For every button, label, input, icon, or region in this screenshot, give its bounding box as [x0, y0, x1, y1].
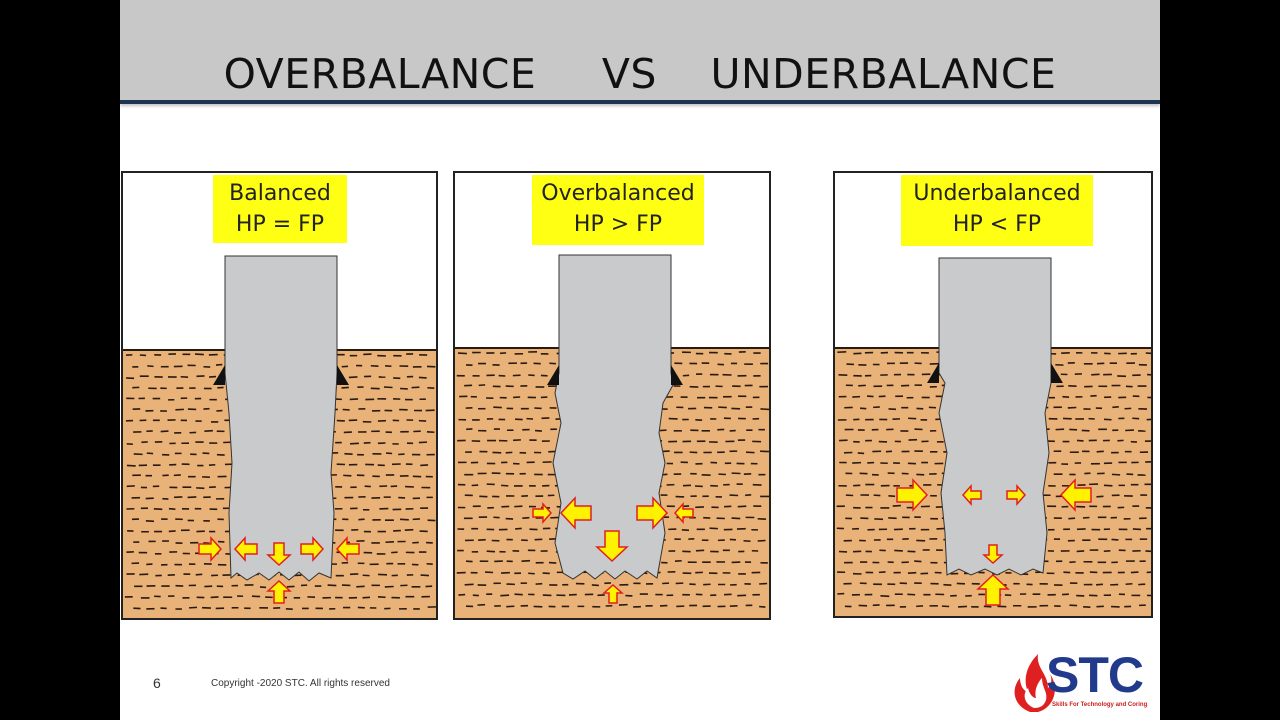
- panel-name: Underbalanced: [913, 181, 1081, 206]
- arrow-down: [595, 530, 629, 563]
- borehole: [938, 257, 1052, 576]
- panel-underbalanced: Underbalanced HP < FP: [833, 171, 1153, 618]
- arrow-right: [896, 478, 929, 512]
- arrow-up: [976, 573, 1010, 606]
- arrow-right: [198, 536, 223, 562]
- page-number: 6: [153, 675, 161, 691]
- panel-balanced: Balanced HP = FP: [121, 171, 438, 620]
- casing-shoe-left: [547, 365, 559, 385]
- arrow-right: [1006, 484, 1027, 506]
- pressure-relation: HP < FP: [952, 212, 1042, 237]
- arrow-up: [602, 583, 624, 604]
- label-overbalanced: Overbalanced HP > FP: [532, 175, 704, 245]
- label-underbalanced: Underbalanced HP < FP: [901, 175, 1093, 246]
- pressure-arrows: [532, 496, 694, 604]
- slide-title: OVERBALANCE VS UNDERBALANCE: [120, 50, 1160, 98]
- panel-overbalanced: Overbalanced HP > FP: [453, 171, 771, 620]
- casing-shoe-left: [927, 363, 939, 383]
- arrow-left: [559, 496, 592, 530]
- arrow-left: [673, 502, 694, 524]
- casing-shoe-right: [1051, 363, 1063, 383]
- borehole: [552, 254, 674, 580]
- arrow-left: [335, 536, 360, 562]
- casing-shoe-right: [337, 365, 349, 385]
- slide: OVERBALANCE VS UNDERBALANCE Balanced HP …: [120, 0, 1160, 720]
- pressure-arrows: [198, 536, 360, 604]
- underbalanced-diagram: [835, 257, 1151, 616]
- arrow-left: [961, 484, 982, 506]
- arrow-right: [532, 502, 553, 524]
- arrow-left: [233, 536, 258, 562]
- balanced-diagram: [123, 255, 436, 618]
- arrow-down: [266, 542, 292, 567]
- panel-name: Overbalanced: [541, 181, 695, 206]
- title-underbalance: UNDERBALANCE: [710, 50, 1057, 98]
- panel-name: Balanced: [229, 181, 331, 206]
- flame-icon: [1014, 654, 1055, 712]
- label-balanced: Balanced HP = FP: [213, 175, 347, 243]
- casing-shoe-left: [213, 365, 225, 385]
- borehole: [224, 255, 338, 582]
- overbalanced-diagram: [455, 254, 769, 618]
- arrow-down: [982, 544, 1004, 565]
- pressure-relation: HP = FP: [235, 212, 325, 237]
- arrow-left: [1059, 478, 1092, 512]
- arrow-up: [266, 579, 292, 604]
- logo-text: STC: [1046, 647, 1144, 703]
- pressure-arrows: [896, 478, 1092, 606]
- title-overbalance: OVERBALANCE: [223, 50, 537, 98]
- pressure-relation: HP > FP: [573, 212, 663, 237]
- arrow-right: [636, 496, 669, 530]
- copyright-text: Copyright -2020 STC. All rights reserved: [211, 678, 390, 689]
- title-vs: VS: [601, 50, 657, 98]
- arrow-right: [300, 536, 325, 562]
- title-bar: OVERBALANCE VS UNDERBALANCE: [120, 0, 1160, 104]
- stc-logo: STC Skills For Technology and Coring: [1008, 647, 1148, 716]
- casing-shoe-right: [671, 365, 683, 385]
- logo-tagline: Skills For Technology and Coring: [1052, 702, 1148, 708]
